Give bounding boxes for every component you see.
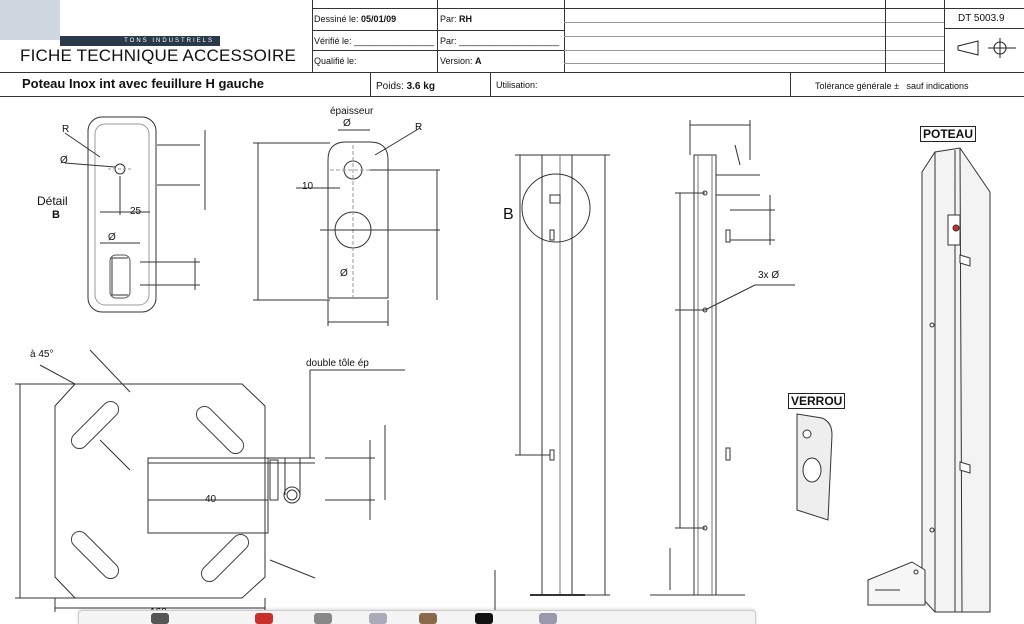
base-plate bbox=[54, 383, 266, 599]
grid-line bbox=[944, 0, 945, 72]
diameter-label-c: Ø bbox=[343, 118, 351, 129]
diameter-label-a: Ø bbox=[60, 155, 68, 166]
document-number: DT 5003.9 bbox=[958, 13, 1005, 24]
dessine-field: Dessiné le: 05/01/09 bbox=[314, 14, 397, 24]
detail-b-plate bbox=[87, 116, 157, 313]
holes-label: 3x Ø bbox=[758, 270, 780, 281]
detail-b-latch bbox=[111, 257, 128, 296]
viewer-toolbar bbox=[78, 610, 756, 624]
grid-line bbox=[312, 50, 564, 51]
mail-icon[interactable] bbox=[369, 613, 387, 624]
zoom-icon[interactable] bbox=[151, 613, 169, 624]
chamfer-label: à 45° bbox=[30, 349, 54, 360]
tolerance-field: Tolérance générale ± sauf indications bbox=[815, 81, 969, 91]
grid-line bbox=[0, 96, 1024, 97]
grid-line bbox=[885, 0, 886, 72]
diameter-label-d: Ø bbox=[340, 268, 348, 279]
grid-line bbox=[886, 22, 944, 23]
settings-icon[interactable] bbox=[539, 613, 557, 624]
detail-label: Détail bbox=[37, 194, 68, 208]
grid-line bbox=[312, 0, 313, 72]
verifie-field: Vérifié le: ________________ bbox=[314, 36, 435, 46]
grid-line bbox=[490, 72, 491, 96]
grid-line bbox=[564, 36, 885, 37]
poteau-base-plate bbox=[867, 561, 926, 606]
grid-line bbox=[886, 63, 944, 64]
version-field: Version: A bbox=[440, 56, 482, 66]
thickness-label: épaisseur bbox=[330, 106, 374, 117]
par-field-2: Par: ____________________ bbox=[440, 36, 560, 46]
logo-band: TONS INDUSTRIELS bbox=[60, 36, 220, 46]
double-sheet-label: double tôle ép bbox=[306, 358, 369, 369]
radius-label-a: R bbox=[62, 124, 70, 135]
part-designation: Poteau Inox int avec feuillure H gauche bbox=[22, 76, 265, 91]
dim-10: 10 bbox=[302, 181, 314, 192]
utilisation-field: Utilisation: bbox=[496, 80, 538, 90]
grid-line bbox=[0, 72, 1024, 73]
detail-b-callout bbox=[521, 173, 591, 243]
company-logo bbox=[0, 0, 60, 40]
grid-line bbox=[886, 36, 944, 37]
grid-line bbox=[564, 22, 885, 23]
record-icon[interactable] bbox=[255, 613, 273, 624]
image-icon[interactable] bbox=[419, 613, 437, 624]
par-field: Par: RH bbox=[440, 14, 473, 24]
radius-label-b: R bbox=[415, 122, 423, 133]
verrou-label: VERROU bbox=[788, 393, 846, 409]
grid-line bbox=[944, 28, 1024, 29]
poteau-label: POTEAU bbox=[920, 126, 977, 142]
b-marker: B bbox=[503, 206, 514, 223]
grid-line bbox=[312, 30, 564, 31]
search-icon[interactable] bbox=[314, 613, 332, 624]
qualifie-field: Qualifié le: bbox=[314, 56, 357, 66]
post-front-view bbox=[693, 154, 717, 596]
grid-line bbox=[790, 72, 791, 96]
grid-line bbox=[564, 63, 885, 64]
grid-line bbox=[886, 50, 944, 51]
diameter-label-b: Ø bbox=[108, 232, 116, 243]
grid-line bbox=[564, 50, 885, 51]
dim-40: 40 bbox=[205, 494, 217, 505]
verrou-front-view bbox=[327, 141, 389, 299]
grid-line bbox=[370, 72, 371, 96]
detail-letter: B bbox=[52, 209, 60, 221]
dim-25: 25 bbox=[130, 206, 142, 217]
post-side-view bbox=[541, 154, 573, 596]
grid-line bbox=[312, 8, 1024, 9]
poids-field: Poids: 3.6 kg bbox=[376, 81, 435, 92]
grid-line bbox=[437, 0, 438, 72]
info-icon[interactable] bbox=[475, 613, 493, 624]
sheet-title: FICHE TECHNIQUE ACCESSOIRE bbox=[20, 46, 296, 65]
